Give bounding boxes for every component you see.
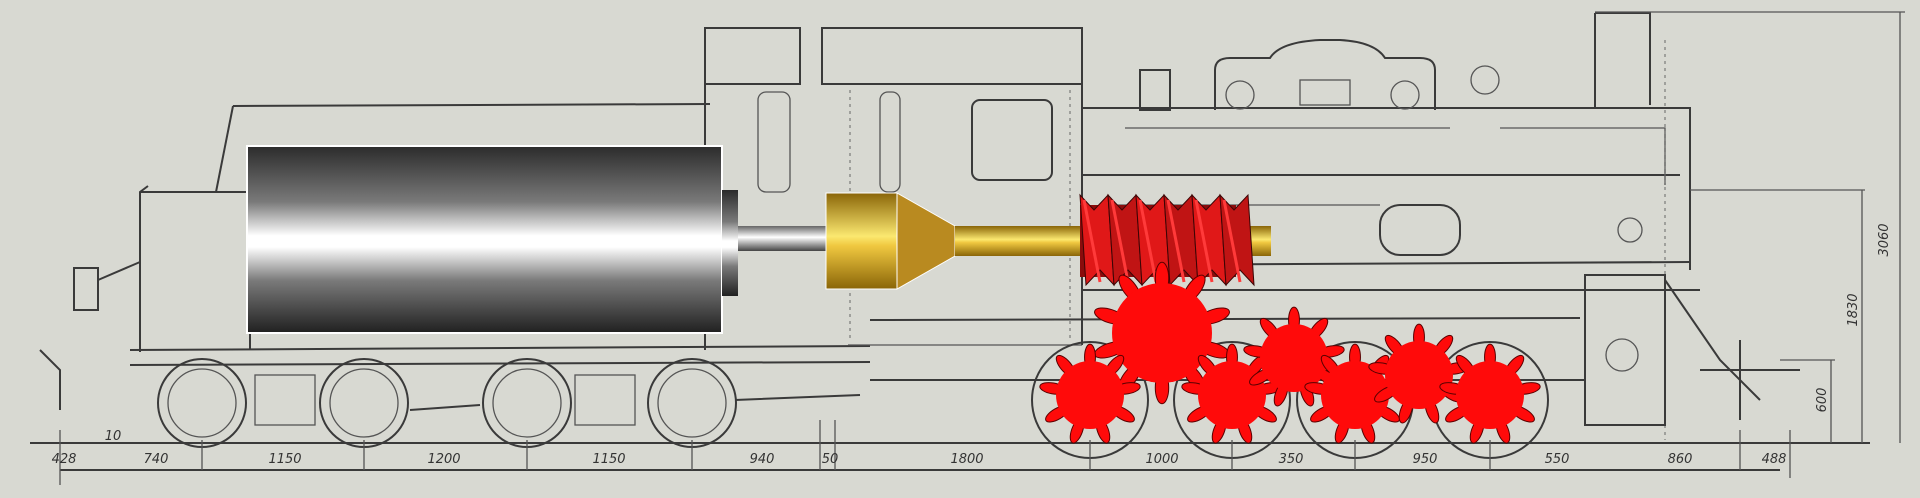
motor-assembly: [246, 145, 826, 334]
small-gear: [1243, 306, 1345, 407]
gear-body: [1385, 341, 1453, 409]
small-gear: [1039, 343, 1141, 444]
motor-cylinder: [246, 145, 723, 334]
worm-thread-highlight: [1110, 199, 1130, 283]
gear-body: [1056, 361, 1124, 429]
dimension-label-vertical: 600: [1815, 388, 1830, 413]
dimension-label: 50: [822, 452, 839, 467]
small-gear: [1439, 343, 1541, 444]
dimension-label: 1150: [268, 452, 301, 467]
dimension-label: 950: [1413, 452, 1438, 467]
dimension-label: 940: [750, 452, 775, 467]
coupling-body: [825, 192, 898, 290]
motor-shaft: [738, 226, 826, 251]
worm-thread-highlight: [1082, 199, 1102, 283]
worm-thread-highlight: [1194, 199, 1214, 283]
motor-flange: [722, 190, 738, 296]
coupling-cone: [896, 192, 956, 290]
gear-body: [1198, 361, 1266, 429]
dimension-label: 740: [144, 452, 169, 467]
cab: [704, 27, 1083, 350]
dimension-label: 488: [1762, 452, 1787, 467]
front-cylinder-block: [1584, 274, 1800, 426]
gear-body: [1321, 361, 1389, 429]
dimension-label: 428: [52, 452, 77, 467]
dimension-label: 1200: [427, 452, 460, 467]
dimension-label: 10: [105, 429, 122, 444]
worm-thread-highlight: [1166, 199, 1186, 283]
dimension-label: 550: [1545, 452, 1570, 467]
small-gear: [1368, 323, 1470, 424]
gear-train: [1039, 261, 1541, 444]
dimension-label: 1000: [1145, 452, 1178, 467]
gear-body: [1456, 361, 1524, 429]
dimension-lines: [30, 11, 1905, 485]
gear-body: [1112, 283, 1212, 383]
worm-thread-highlight: [1138, 199, 1158, 283]
large-gear: [1094, 261, 1230, 405]
dimension-label-vertical: 3060: [1877, 223, 1892, 256]
worm-thread-highlight: [1222, 199, 1242, 283]
dimension-label: 860: [1668, 452, 1693, 467]
dimension-label: 1800: [950, 452, 983, 467]
dimension-label: 350: [1279, 452, 1304, 467]
dimension-label-vertical: 1830: [1846, 293, 1861, 326]
dimension-labels: 428 10 740 1150 1200 1150 940 50 1800 1000 350 950 5…: [52, 223, 1892, 467]
dimension-label: 1150: [592, 452, 625, 467]
tender-wheels: [157, 358, 861, 448]
gear-body: [1260, 324, 1328, 392]
worm-screw: [1079, 193, 1255, 287]
